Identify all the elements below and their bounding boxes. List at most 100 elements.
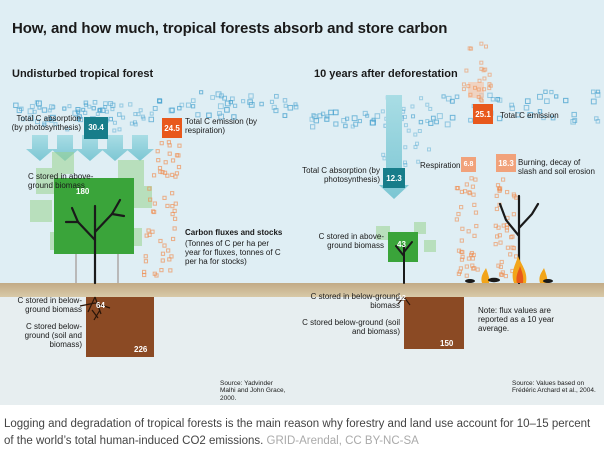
particle-square: [482, 87, 487, 92]
particle-square: [369, 120, 376, 126]
particle-square: [544, 98, 550, 104]
particle-square: [449, 114, 456, 121]
particle-square: [471, 192, 476, 197]
below-ground-label: C stored in below-ground biomass: [17, 296, 82, 315]
particle-square: [503, 273, 509, 279]
particle-square: [34, 100, 39, 105]
particle-square: [169, 107, 175, 113]
particle-square: [206, 112, 212, 119]
source-right: Source: Values based on Frédéric Archard…: [512, 380, 596, 395]
particle-square: [501, 223, 506, 228]
particle-square: [103, 104, 108, 109]
particle-square: [563, 97, 569, 104]
soil-box-left: [86, 297, 154, 357]
particle-square: [49, 104, 55, 110]
particle-square: [371, 117, 376, 122]
particle-square: [464, 273, 469, 278]
diagram-graphics: [0, 41, 604, 357]
particle-square: [403, 123, 408, 128]
absorption-label: Total C absorption (by photosynthesis): [11, 114, 81, 133]
particle-square: [499, 259, 504, 265]
particle-square: [403, 163, 408, 168]
particle-square: [65, 127, 70, 132]
particle-square: [195, 112, 201, 118]
particle-square: [140, 114, 145, 119]
particle-square: [523, 104, 530, 111]
particle-square: [554, 94, 559, 99]
particle-square: [190, 98, 196, 103]
emission-value: 24.5: [164, 124, 180, 133]
particle-square: [527, 112, 534, 118]
soil-label-right: C stored below-ground (soil and biomass): [302, 318, 400, 337]
co2-particles: [13, 89, 601, 168]
particle-square: [148, 116, 155, 123]
particle-square: [143, 259, 149, 264]
absorption-value-box-right: [383, 168, 405, 188]
particle-square: [473, 85, 478, 90]
particle-square: [311, 113, 316, 118]
particle-square: [514, 195, 519, 200]
above-ground-label: C stored in above-ground biomass: [28, 172, 94, 191]
particle-square: [410, 104, 415, 109]
particle-square: [595, 89, 601, 94]
particle-square: [328, 109, 334, 116]
particle-square: [282, 98, 288, 103]
particle-square: [136, 112, 141, 117]
particle-square: [445, 95, 452, 102]
particle-square: [473, 210, 479, 215]
particle-square: [92, 99, 98, 105]
particle-square: [430, 115, 436, 121]
particle-square: [77, 116, 84, 123]
particle-square: [218, 113, 225, 120]
particle-square: [142, 272, 147, 278]
particle-square: [457, 269, 463, 274]
particle-square: [95, 111, 100, 116]
legend-text: (Tonnes of C per ha per year for fluxes,…: [185, 239, 281, 267]
particle-square: [163, 160, 168, 165]
particle-square: [495, 96, 501, 102]
particle-square: [428, 120, 434, 126]
absorption-value-box: [84, 117, 108, 139]
particle-square: [232, 103, 238, 108]
particle-square: [87, 104, 92, 109]
emission-label: Total C emission (by respiration): [185, 117, 258, 136]
particle-square: [515, 112, 521, 118]
absorption-value: 30.4: [88, 123, 104, 132]
particle-square: [323, 116, 330, 122]
particle-square: [590, 98, 597, 105]
particle-square: [469, 46, 474, 51]
particle-square: [464, 182, 469, 187]
particle-square: [248, 93, 254, 99]
particle-square: [351, 115, 358, 122]
above-ground-value: 180: [76, 187, 90, 196]
particle-square: [496, 263, 501, 268]
particle-square: [173, 201, 178, 206]
particle-square: [117, 127, 122, 132]
particle-square: [472, 233, 477, 238]
particle-square: [170, 172, 175, 178]
particle-square: [159, 141, 164, 146]
particle-square: [524, 98, 531, 104]
caption-text: Logging and degradation of tropical fore…: [4, 418, 591, 447]
particle-square: [381, 152, 386, 157]
particle-square: [498, 186, 503, 191]
particle-square: [104, 109, 109, 114]
above-ground-value-right: 43: [397, 240, 406, 249]
particle-square: [154, 273, 159, 278]
particle-square: [169, 254, 174, 259]
particle-square: [165, 203, 170, 209]
particle-square: [537, 93, 543, 100]
particle-square: [510, 245, 515, 250]
particle-square: [147, 186, 152, 191]
particle-square: [483, 44, 488, 49]
particle-square: [497, 97, 503, 103]
particle-square: [458, 266, 464, 271]
particle-square: [468, 117, 473, 123]
particle-square: [594, 91, 601, 98]
particle-square: [425, 118, 430, 123]
particle-square: [459, 257, 465, 262]
particle-square: [475, 267, 480, 272]
particle-square: [62, 106, 67, 111]
particle-square: [19, 106, 24, 112]
particle-square: [172, 216, 178, 221]
